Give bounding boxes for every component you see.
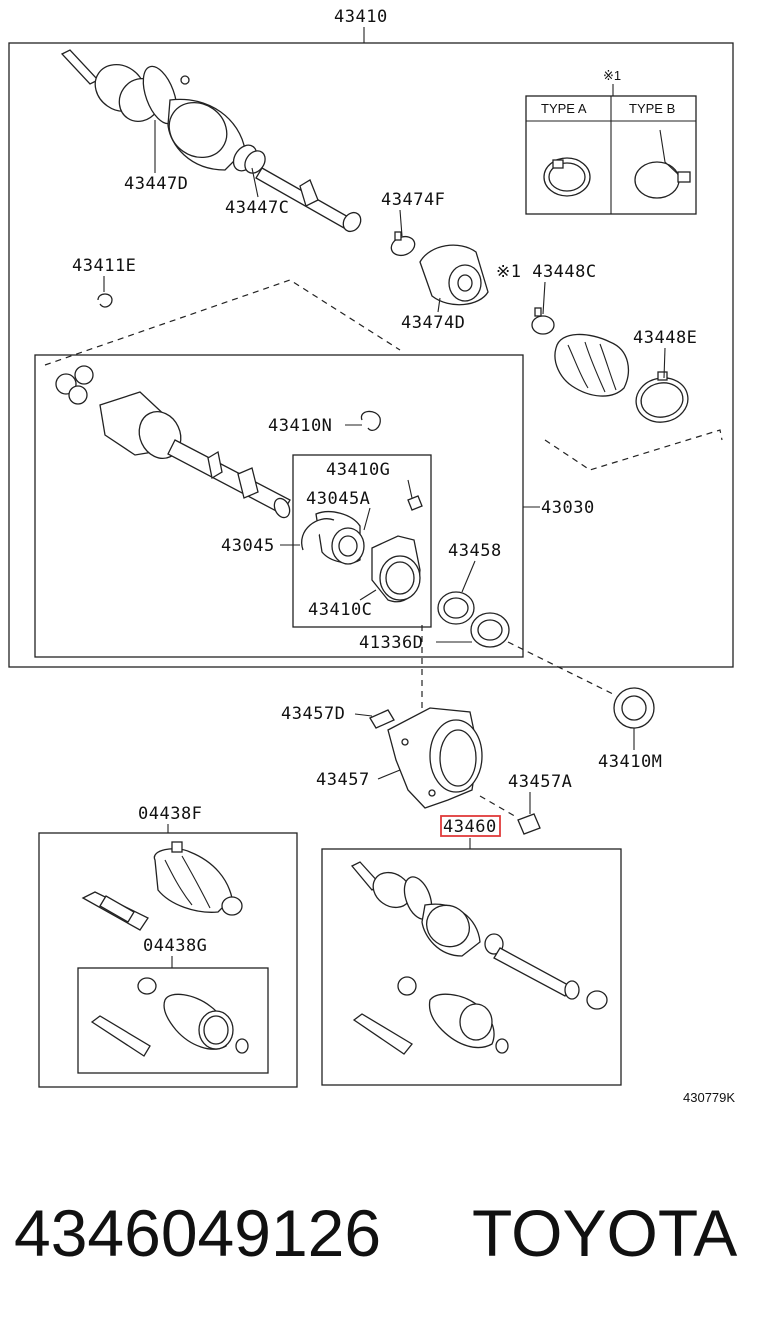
label-43457A: 43457A	[508, 772, 572, 792]
seal-43410M-shape	[613, 687, 655, 729]
label-43410M: 43410M	[598, 752, 662, 772]
clip-43474F-shape	[390, 231, 416, 257]
figure-code: 430779K	[683, 1090, 735, 1105]
inboard-joint-shaft	[55, 365, 291, 519]
clamp-43448C-shape	[531, 307, 555, 335]
assembly-box-43410	[8, 42, 734, 668]
bearing-subbox	[292, 454, 432, 628]
type-b-header: TYPE B	[629, 101, 675, 116]
clamp-type-a-icon	[543, 157, 591, 197]
bearing-housing-43457-shape	[387, 707, 483, 809]
label-43045A: 43045A	[306, 489, 370, 509]
assembly-box-43030	[34, 354, 524, 658]
boot-kit-04438G-shape	[90, 977, 249, 1057]
label-04438F: 04438F	[138, 804, 202, 824]
label-43458: 43458	[448, 541, 502, 561]
type-table: ※1 TYPE A TYPE B	[525, 68, 697, 215]
tripod-joint-shape	[55, 365, 94, 405]
label-43447C: 43447C	[225, 198, 289, 218]
label-43410G: 43410G	[326, 460, 390, 480]
label-43030: 43030	[541, 498, 595, 518]
type-a-header: TYPE A	[541, 101, 587, 116]
label-43410C: 43410C	[308, 600, 372, 620]
snap-ring-43410N-shape	[360, 410, 381, 432]
label-43045: 43045	[221, 536, 275, 556]
assembly-box-43460	[321, 848, 622, 1086]
ring-43045-shape	[301, 518, 335, 551]
brand-name: TOYOTA	[472, 1196, 737, 1270]
label-43457: 43457	[316, 770, 370, 790]
seal-41336D-shape	[470, 612, 510, 648]
boot-kit-04438F-shape	[81, 841, 243, 931]
snap-ring-43411E-shape	[97, 293, 113, 308]
label-43460: 43460	[443, 817, 497, 837]
pin-43410G-shape	[407, 495, 423, 511]
label-43410N: 43410N	[268, 416, 332, 436]
part-43474D-shape	[419, 244, 489, 306]
type-table-note-mark: ※1	[603, 68, 621, 83]
label-43474D: 43474D	[401, 313, 465, 333]
highlight-43460[interactable]	[440, 815, 501, 837]
label-43447D: 43447D	[124, 174, 188, 194]
label-43448C: ※1 43448C	[496, 262, 597, 282]
clamp-type-b-icon	[634, 129, 691, 199]
part-number: 4346049126	[14, 1196, 381, 1270]
label-43457D: 43457D	[281, 704, 345, 724]
kit-box-04438F	[38, 832, 298, 1088]
label-04438G: 04438G	[143, 936, 207, 956]
kit-box-04438G	[77, 967, 269, 1074]
boot-43448E-shape	[554, 333, 689, 423]
label-43410: 43410	[334, 7, 388, 27]
label-41336D: 41336D	[359, 633, 423, 653]
label-43474F: 43474F	[381, 190, 445, 210]
bolt-43457A-shape	[517, 813, 541, 835]
seal-43458-shape	[437, 591, 475, 625]
outboard-joint-shaft	[60, 49, 362, 233]
bolt-43457D-shape	[369, 709, 395, 729]
bracket-43410C-shape	[371, 535, 421, 603]
assembly-43460-shaft-shape	[350, 861, 608, 1055]
label-43411E: 43411E	[72, 256, 136, 276]
label-43448E: 43448E	[633, 328, 697, 348]
